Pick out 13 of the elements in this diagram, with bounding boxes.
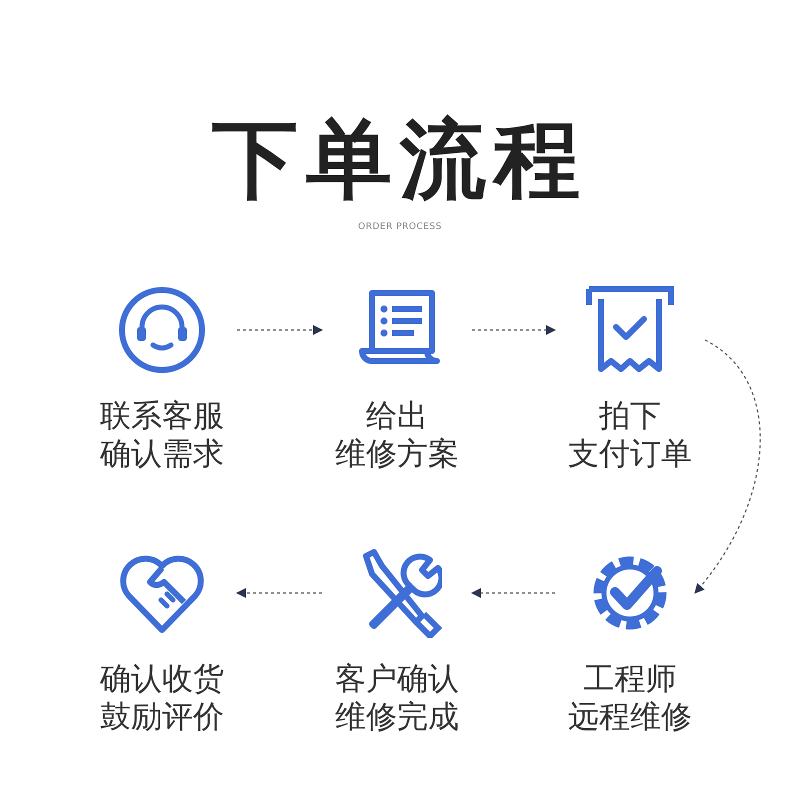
step-label: 工程师远程维修 [567,660,693,736]
subtitle: ORDER PROCESS [357,222,443,232]
step-label: 确认收货鼓励评价 [99,660,225,736]
dashed-arrow [694,340,761,594]
dashed-arrow [472,325,556,335]
title: 下单流程 [211,109,589,212]
step-label: 联系客服确认需求 [99,397,225,473]
step-label: 客户确认维修完成 [334,660,460,736]
step-label: 给出维修方案 [334,397,460,473]
dashed-arrow [471,588,555,598]
dashed-arrow [237,325,323,335]
step-label: 拍下支付订单 [567,397,693,473]
dashed-arrow [236,588,322,598]
